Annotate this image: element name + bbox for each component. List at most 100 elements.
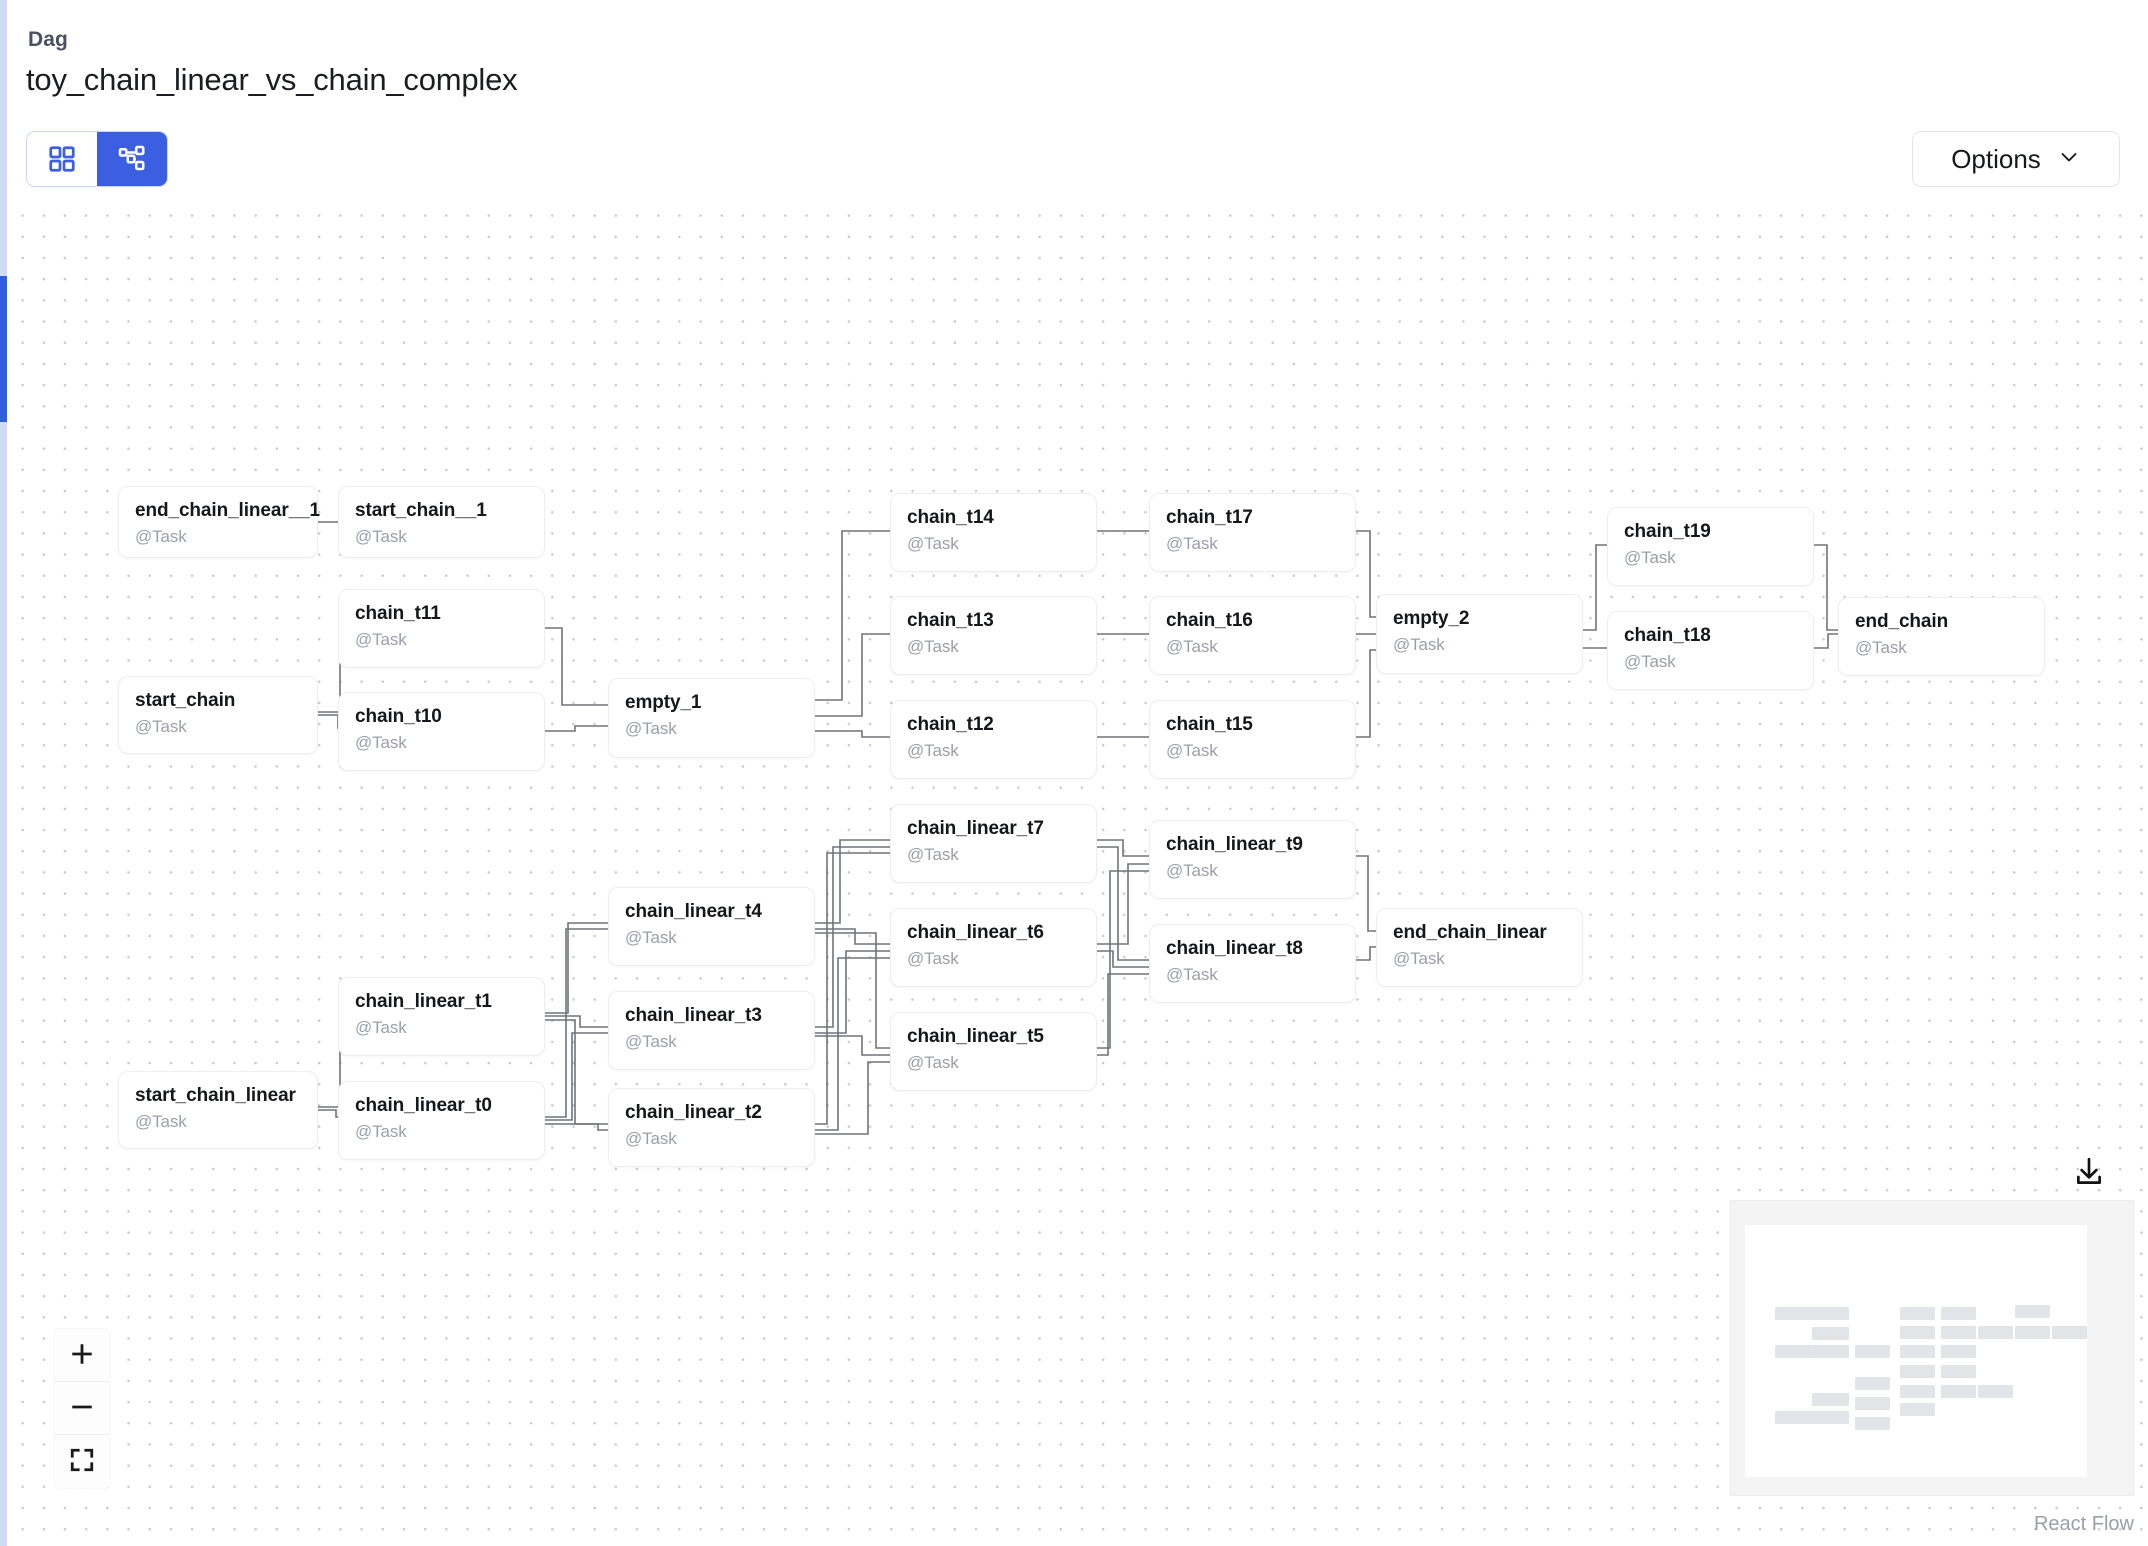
graph-node[interactable]: chain_linear_t5@Task [890, 1012, 1097, 1091]
graph-edge [545, 1032, 608, 1121]
graph-node[interactable]: chain_t11@Task [338, 589, 545, 668]
minimap-node [1900, 1385, 1935, 1398]
graph-edge [1814, 633, 1838, 649]
minimap-node [2015, 1326, 2050, 1339]
graph-edge [1356, 946, 1376, 961]
graph-edge [815, 852, 890, 1125]
page-scrollbar-thumb[interactable] [0, 276, 7, 422]
node-type-label: @Task [625, 1031, 677, 1051]
graph-node[interactable]: chain_linear_t1@Task [338, 977, 545, 1056]
graph-node[interactable]: chain_t17@Task [1149, 493, 1356, 572]
minimap-node [1855, 1417, 1890, 1430]
node-title: chain_t18 [1624, 625, 1711, 646]
graph-node[interactable]: chain_linear_t4 @Task [608, 887, 815, 966]
graph-node[interactable]: start_chain@Task [118, 676, 318, 754]
graph-edge [545, 1015, 608, 1028]
node-type-label: @Task [625, 927, 677, 947]
node-title: chain_linear_t7 [907, 818, 1044, 839]
node-type-label: @Task [135, 1111, 187, 1131]
graph-node[interactable]: chain_linear_t2@Task [608, 1088, 815, 1167]
graph-node[interactable]: chain_linear_t6@Task [890, 908, 1097, 987]
node-type-label: @Task [1166, 533, 1218, 553]
node-title: chain_linear_t8 [1166, 938, 1303, 959]
fit-view-button[interactable] [55, 1435, 109, 1488]
minimap-node [1941, 1345, 1976, 1358]
download-icon [2072, 1157, 2106, 1193]
graph-node[interactable]: empty_2@Task [1376, 594, 1583, 674]
grid-icon [47, 144, 77, 174]
minimap-node [1855, 1397, 1890, 1410]
minimap-node [1775, 1345, 1812, 1358]
graph-node[interactable]: chain_t15@Task [1149, 700, 1356, 779]
minimap[interactable] [1730, 1200, 2134, 1496]
zoom-in-button[interactable] [55, 1329, 109, 1382]
node-type-label: @Task [1166, 740, 1218, 760]
node-title: chain_linear_t2 [625, 1102, 762, 1123]
minimap-node [1812, 1307, 1849, 1320]
node-title: empty_2 [1393, 608, 1470, 629]
graph-node[interactable]: chain_linear_t9@Task [1149, 820, 1356, 899]
graph-node[interactable]: end_chain@Task [1838, 597, 2045, 676]
node-title: chain_t19 [1624, 521, 1711, 542]
graph-node[interactable]: end_chain_linear@Task [1376, 908, 1583, 987]
minimap-node [1812, 1345, 1849, 1358]
node-title: chain_t14 [907, 507, 994, 528]
graph-node[interactable]: chain_linear_t3 @Task [608, 991, 815, 1070]
graph-node[interactable]: empty_1@Task [608, 678, 815, 758]
graph-node[interactable]: chain_linear_t7 @Task [890, 804, 1097, 883]
node-type-label: @Task [135, 716, 187, 736]
graph-edge [815, 928, 890, 945]
node-title: chain_linear_t4 [625, 901, 762, 922]
graph-node[interactable]: chain_t16@Task [1149, 596, 1356, 675]
page-title: toy_chain_linear_vs_chain_complex [26, 62, 518, 97]
minimap-node [1941, 1385, 1976, 1398]
graph-edge [545, 922, 608, 1014]
minimap-node [1855, 1345, 1890, 1358]
zoom-controls [55, 1329, 109, 1488]
graph-edge [1097, 839, 1149, 857]
graph-node[interactable]: start_chain__1@Task [338, 486, 545, 558]
graph-edge [815, 1061, 890, 1135]
node-type-label: @Task [135, 526, 187, 546]
graph-edge [1814, 544, 1838, 631]
node-title: start_chain_linear [135, 1085, 296, 1106]
node-type-label: @Task [907, 1052, 959, 1072]
node-type-label: @Task [907, 740, 959, 760]
minimap-node [1812, 1393, 1849, 1406]
node-type-label: @Task [907, 844, 959, 864]
node-title: end_chain_linear [1393, 922, 1547, 943]
graph-node[interactable]: chain_t10@Task [338, 692, 545, 771]
graph-edge [1583, 544, 1607, 631]
graph-node[interactable]: start_chain_linear @Task [118, 1071, 318, 1149]
graph-node[interactable]: chain_t19@Task [1607, 507, 1814, 586]
graph-node[interactable]: chain_t12 @Task [890, 700, 1097, 779]
node-title: chain_t10 [355, 706, 442, 727]
minimap-node [1855, 1377, 1890, 1390]
graph-node[interactable]: chain_t14@Task [890, 493, 1097, 572]
zoom-out-button[interactable] [55, 1382, 109, 1435]
graph-icon [117, 144, 147, 174]
grid-view-button[interactable] [27, 132, 97, 186]
graph-node[interactable]: chain_t18@Task [1607, 611, 1814, 690]
graph-edge [1097, 863, 1149, 945]
graph-node[interactable]: end_chain_linear__1@Task [118, 486, 320, 558]
graph-node[interactable]: chain_linear_t0@Task [338, 1081, 545, 1160]
node-type-label: @Task [1166, 964, 1218, 984]
node-title: chain_t12 [907, 714, 994, 735]
graph-edge [815, 846, 890, 1028]
node-title: empty_1 [625, 692, 702, 713]
graph-view-button[interactable] [97, 132, 167, 186]
graph-node[interactable]: chain_t13@Task [890, 596, 1097, 675]
minimap-viewport[interactable] [1745, 1225, 2087, 1477]
options-button[interactable]: Options [1912, 131, 2120, 187]
graph-edge [545, 725, 608, 732]
graph-node[interactable]: chain_linear_t8 @Task [1149, 924, 1356, 1003]
graph-edge [815, 932, 890, 1049]
graph-edge [1097, 950, 1149, 968]
download-button[interactable] [2072, 1155, 2106, 1189]
node-title: chain_linear_t3 [625, 1005, 762, 1026]
page-scrollbar[interactable] [0, 0, 7, 1546]
graph-edge [815, 957, 890, 1131]
